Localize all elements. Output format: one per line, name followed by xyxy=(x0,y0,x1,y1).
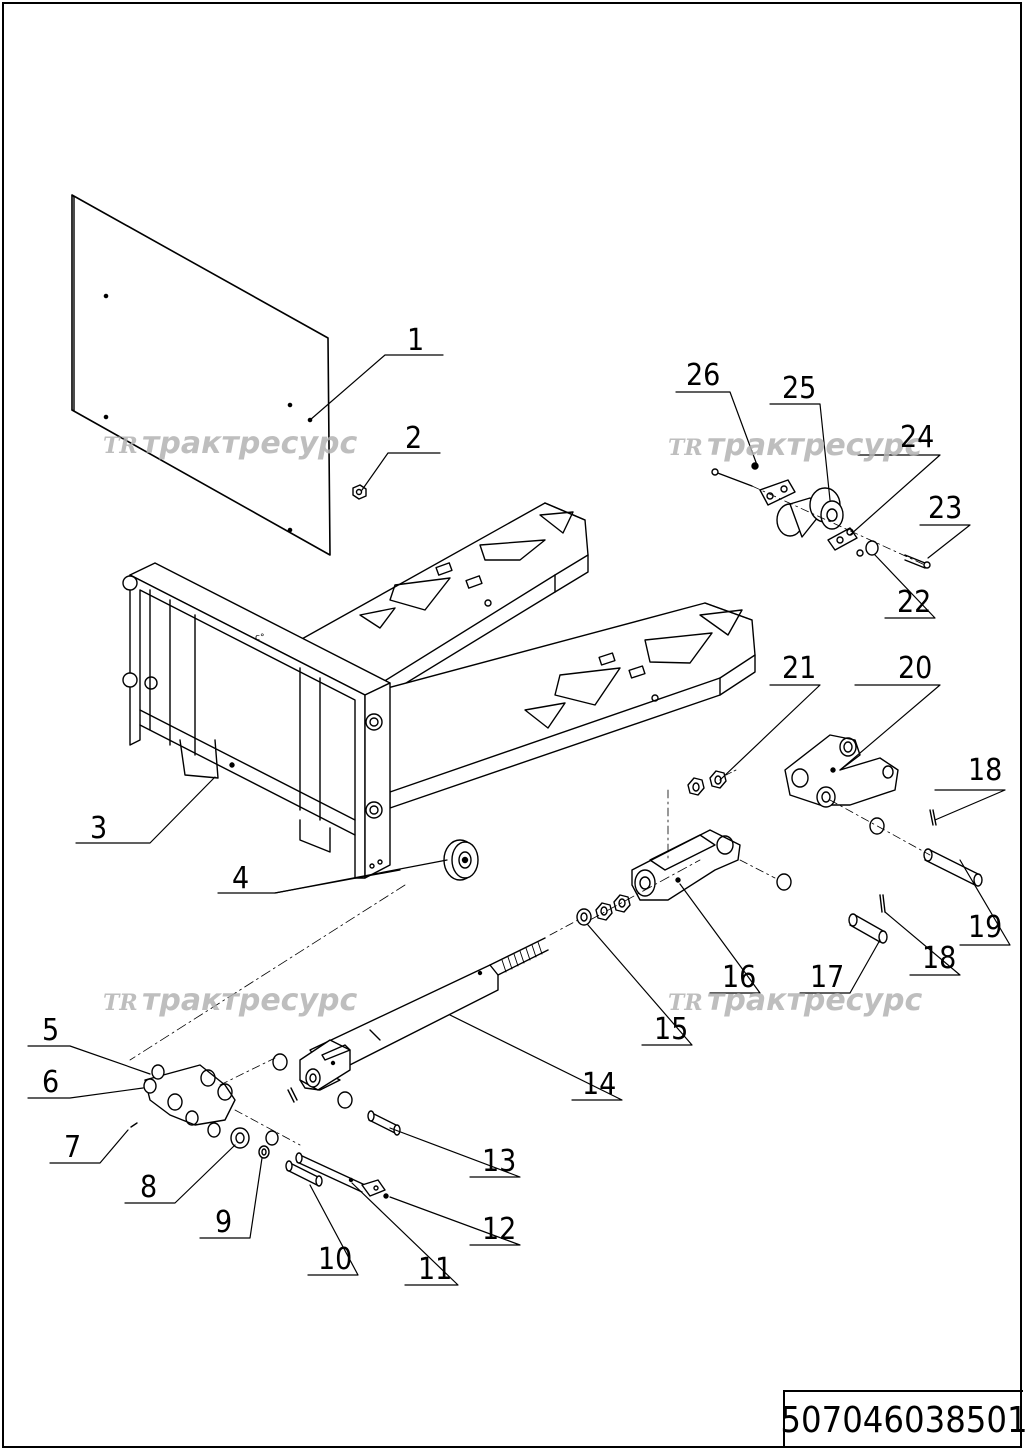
document-number: 507046038501 xyxy=(780,1390,1026,1448)
callout-17: 17 xyxy=(810,960,844,995)
watermark-logo: TR xyxy=(668,990,703,1016)
nuts-21 xyxy=(687,769,737,796)
drawbar-14 xyxy=(287,937,549,1103)
watermark-text: трактресурс xyxy=(142,983,357,1018)
callout-12: 12 xyxy=(482,1212,516,1247)
yoke-16 xyxy=(631,789,792,901)
assembly-lines xyxy=(129,859,701,1061)
callout-9: 9 xyxy=(215,1205,232,1240)
callout-3: 3 xyxy=(90,811,107,846)
callout-7: 7 xyxy=(64,1130,81,1165)
back-plate xyxy=(71,194,331,556)
callout-24: 24 xyxy=(900,420,934,455)
callout-20: 20 xyxy=(898,651,932,686)
watermark-logo: TR xyxy=(103,433,138,459)
nuts-15 xyxy=(549,894,631,936)
callout-22: 22 xyxy=(897,585,931,620)
callout-19: 19 xyxy=(968,910,1002,945)
watermark-text: трактресурс xyxy=(142,426,357,461)
fork-frame: c° xyxy=(122,502,756,879)
callout-26: 26 xyxy=(686,358,720,393)
callout-23: 23 xyxy=(928,491,962,526)
callout-5: 5 xyxy=(42,1013,59,1048)
callout-4: 4 xyxy=(232,861,249,896)
callout-1: 1 xyxy=(407,323,424,358)
watermark-logo: TR xyxy=(103,990,138,1016)
callout-8: 8 xyxy=(140,1170,157,1205)
callout-18-bottom: 18 xyxy=(922,941,956,976)
lever-20 xyxy=(784,734,899,808)
callout-11: 11 xyxy=(418,1252,452,1287)
roller-assembly xyxy=(711,462,931,569)
pump-bracket-parts xyxy=(130,1057,389,1199)
watermarks: TR трактресурс TR трактресурс TR трактре… xyxy=(103,426,922,1018)
callout-labels: 1 2 3 4 5 6 7 8 9 10 11 12 13 14 15 16 1… xyxy=(42,323,1002,1287)
watermark-text: трактресурс xyxy=(707,983,922,1018)
callout-18-top: 18 xyxy=(968,753,1002,788)
leader-lines xyxy=(27,354,1011,1286)
watermark-text: трактресурс xyxy=(707,428,922,463)
callout-15: 15 xyxy=(654,1012,688,1047)
callout-21: 21 xyxy=(782,651,816,686)
callout-14: 14 xyxy=(582,1067,616,1102)
pin-13 xyxy=(272,1053,401,1136)
steer-wheel-4 xyxy=(443,839,479,881)
callout-25: 25 xyxy=(782,371,816,406)
callout-2: 2 xyxy=(405,421,422,456)
callout-6: 6 xyxy=(42,1065,59,1100)
svg-text:c°: c° xyxy=(255,633,264,643)
callout-13: 13 xyxy=(482,1144,516,1179)
callout-10: 10 xyxy=(318,1242,352,1277)
watermark-logo: TR xyxy=(668,435,703,461)
callout-16: 16 xyxy=(722,960,756,995)
pins-18-19 xyxy=(829,799,983,944)
